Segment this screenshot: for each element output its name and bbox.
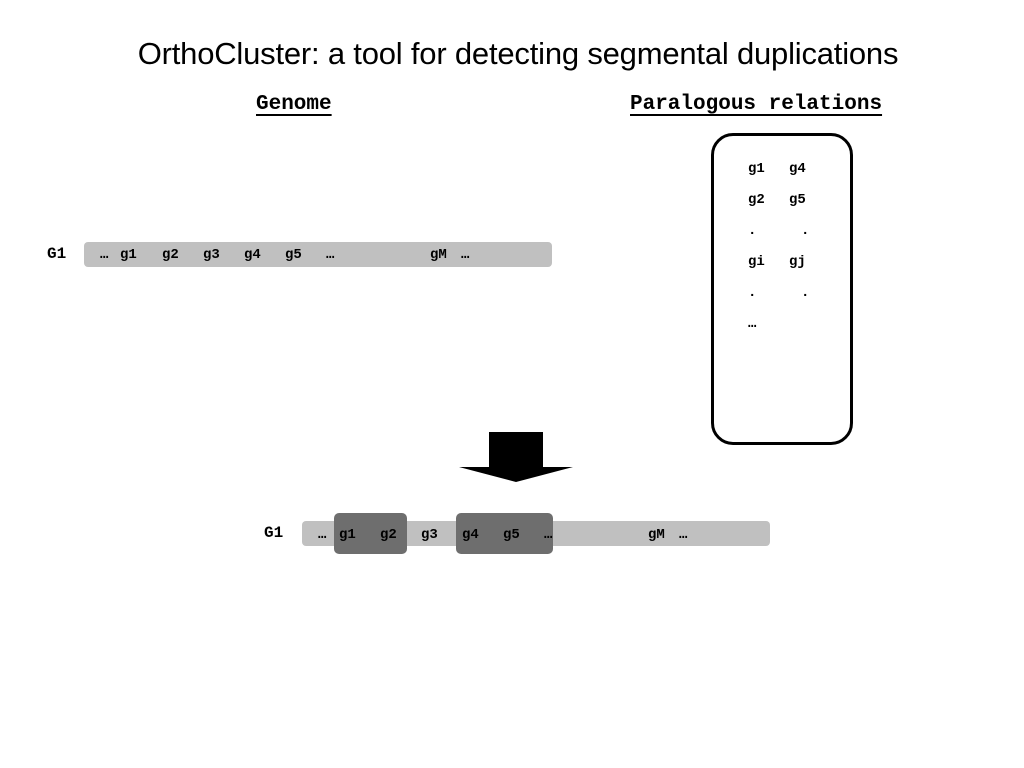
down-arrow-icon <box>459 432 573 482</box>
top-gene-ellipsis-end: … <box>461 247 470 263</box>
bottom-gene-g4: g4 <box>462 527 479 543</box>
bottom-gene-gm: gM <box>648 527 665 543</box>
bottom-gene-g1: g1 <box>339 527 356 543</box>
top-chromosome-bar <box>84 242 552 267</box>
para-cell: g5 <box>789 192 806 208</box>
bottom-gene: … <box>318 527 327 543</box>
para-cell: . <box>801 223 810 239</box>
bottom-gene-g3: g3 <box>421 527 438 543</box>
top-gene-g2: g2 <box>162 247 179 263</box>
paralogous-relations-heading: Paralogous relations <box>630 93 883 116</box>
para-cell: g1 <box>748 161 765 177</box>
top-gene-g1: g1 <box>120 247 137 263</box>
slide-title: OrthoCluster: a tool for detecting segme… <box>137 36 899 71</box>
bottom-gene-ellipsis: … <box>544 527 553 543</box>
bottom-gene-g2: g2 <box>380 527 397 543</box>
top-gene-ellipsis: … <box>326 247 335 263</box>
para-cell: gi <box>748 254 765 270</box>
bottom-gene-ellipsis-end: … <box>679 527 688 543</box>
genome-heading: Genome <box>256 93 332 116</box>
top-chromosome-label: G1 <box>47 245 67 263</box>
para-cell: . <box>748 285 757 301</box>
para-cell: . <box>801 285 810 301</box>
para-cell: g4 <box>789 161 806 177</box>
bottom-chromosome-label: G1 <box>264 524 284 542</box>
para-cell: gj <box>789 254 806 270</box>
para-cell: g2 <box>748 192 765 208</box>
top-gene-g3: g3 <box>203 247 220 263</box>
para-cell: … <box>748 316 757 332</box>
duplication-cluster-1 <box>334 513 407 554</box>
paralogous-relations-box <box>711 133 853 445</box>
top-gene: … <box>100 247 109 263</box>
top-gene-g5: g5 <box>285 247 302 263</box>
duplication-cluster-2 <box>456 513 553 554</box>
top-gene-g4: g4 <box>244 247 261 263</box>
para-cell: . <box>748 223 757 239</box>
bottom-gene-g5: g5 <box>503 527 520 543</box>
top-gene-gm: gM <box>430 247 447 263</box>
